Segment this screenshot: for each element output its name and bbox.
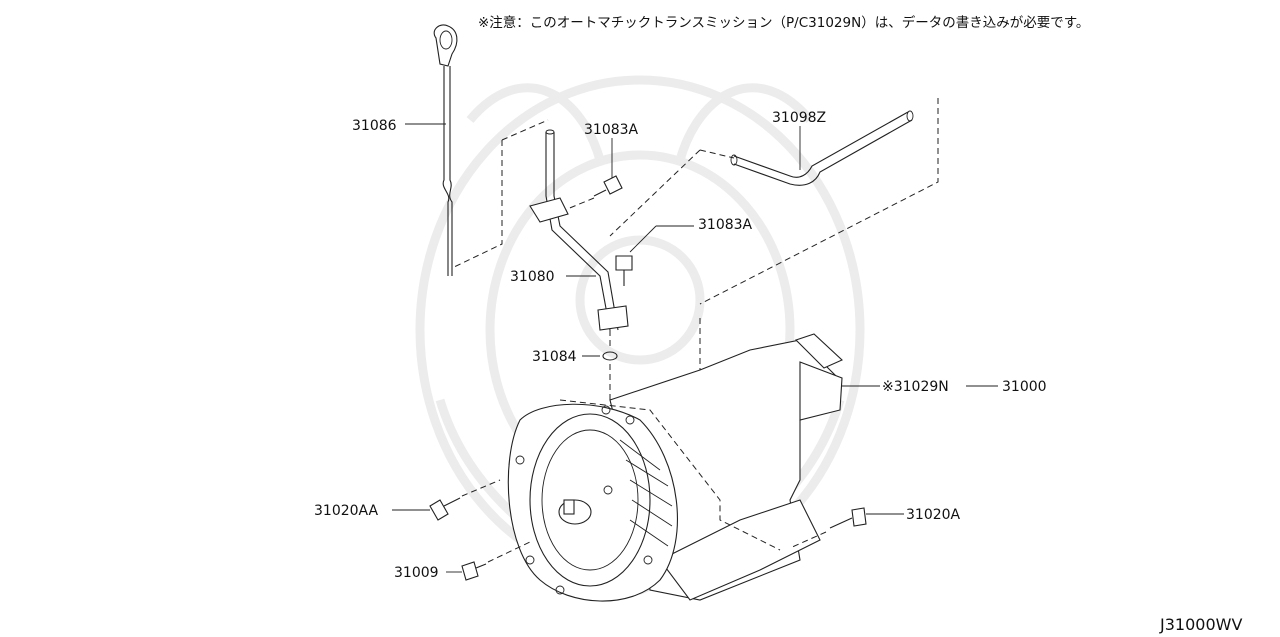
label-bolt-upper: 31083A (584, 122, 639, 138)
label-transmission: ※31029N (882, 379, 949, 395)
diagram-code: J31000WV (1159, 615, 1242, 634)
dashed-guide-right (609, 98, 939, 305)
bolt-lower-drawing (615, 255, 633, 286)
bolt-right-drawing (829, 507, 867, 529)
label-transmission-2: 31000 (1002, 379, 1047, 395)
leader-bolt-lower (629, 225, 657, 253)
dashed-guide-left (451, 119, 549, 269)
label-plug: 31009 (394, 565, 439, 581)
label-pipe: 31080 (510, 269, 555, 285)
charging-pipe-drawing (529, 129, 629, 331)
label-o-ring: 31084 (532, 349, 577, 365)
label-bolt-right: 31020A (906, 507, 961, 523)
dashed-plug (487, 541, 531, 563)
o-ring-drawing (602, 351, 618, 361)
dipstick-drawing (433, 24, 458, 276)
plug-drawing (461, 561, 487, 581)
transmission-drawing (507, 333, 843, 602)
hose-drawing (730, 110, 914, 186)
bolt-upper-drawing (593, 175, 623, 197)
label-bolt-left: 31020AA (314, 503, 379, 519)
bolt-left-drawing (429, 497, 461, 521)
label-bolt-lower: 31083A (698, 217, 753, 233)
label-dipstick: 31086 (352, 118, 397, 134)
label-hose: 31098Z (772, 110, 826, 126)
note-text: ※注意：このオートマチックトランスミッション（P/C31029N）は、データの書… (478, 14, 1089, 31)
dashed-bolt-left (461, 479, 501, 497)
dashed-bolt-right (789, 531, 827, 549)
